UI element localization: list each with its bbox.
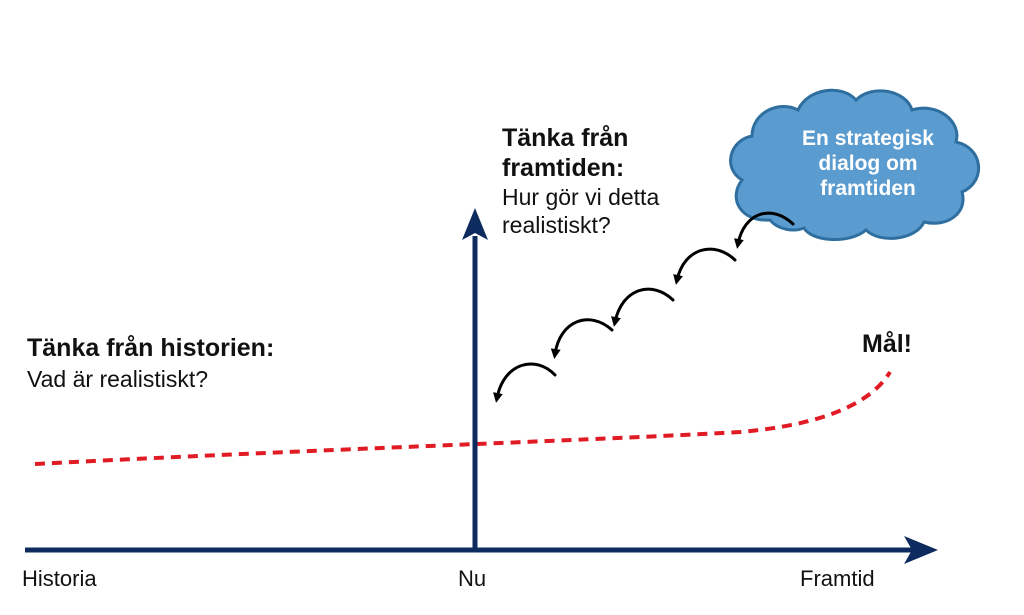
history-question: Vad är realistiskt? [27,366,209,392]
cloud-label: En strategisk dialog om framtiden [748,126,988,202]
trend-line [34,370,892,466]
axis-label-history: Historia [22,566,97,591]
axis-label-now: Nu [458,566,487,591]
curved-arrow-1 [734,211,795,249]
future-heading-line1: Tänka från [502,124,629,152]
future-heading-line2: framtiden: [502,154,625,182]
axis-label-future: Framtid [800,566,875,591]
curved-arrow-2 [673,247,737,285]
goal-label: Mål! [862,330,912,358]
curved-arrow-3 [611,287,675,327]
history-heading: Tänka från historien: [27,334,275,362]
curved-arrow-icon [493,211,795,403]
curved-arrow-4 [550,318,614,359]
time-axis-arrowhead-icon [904,536,938,564]
future-question-line1: Hur gör vi detta [502,184,660,210]
cloud-label-line1: En strategisk [802,127,934,150]
cloud-icon [729,88,980,242]
cloud-label-line3: framtiden [820,177,916,201]
future-question-line2: realistiskt? [502,212,611,238]
cloud-label-line2: dialog om [818,152,918,176]
now-axis-arrowhead-icon [462,208,488,240]
curved-arrow-5 [493,362,557,403]
